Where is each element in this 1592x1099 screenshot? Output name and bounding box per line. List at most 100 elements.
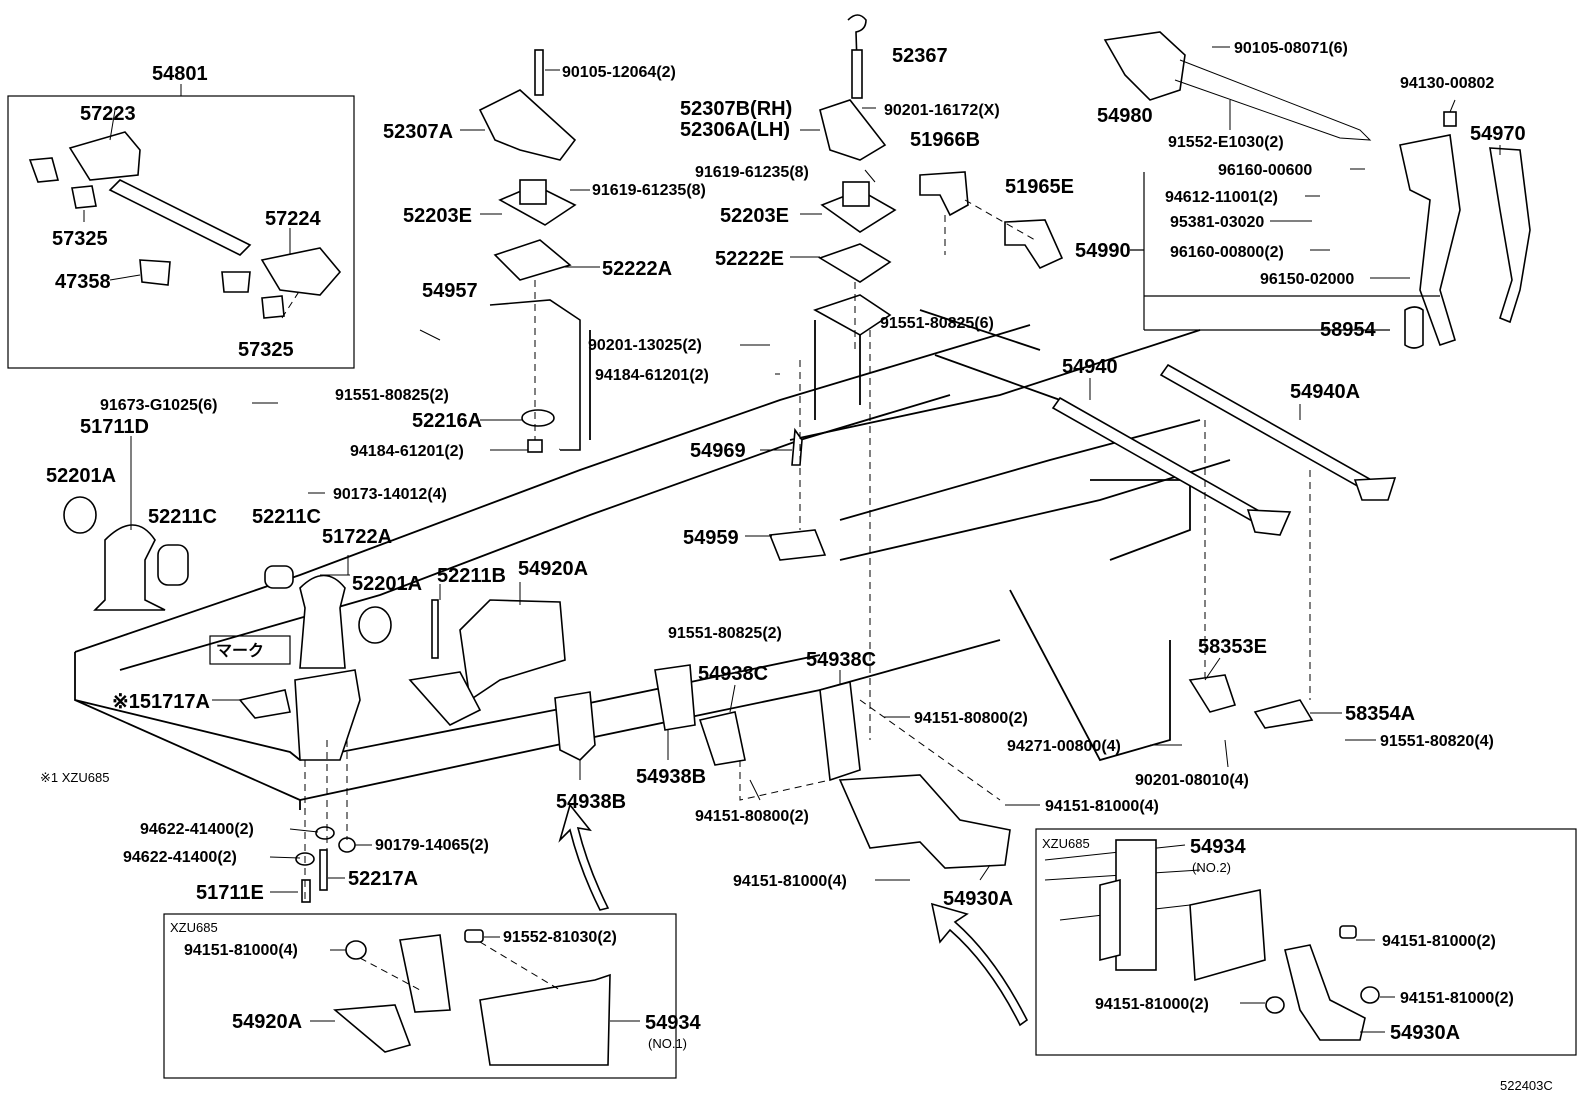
label-54801: 54801 [152, 63, 208, 85]
inset-box-xzu685-right [1035, 828, 1577, 1056]
label-54970: 54970 [1470, 123, 1526, 145]
label-52211b: 52211B [437, 565, 506, 587]
inset-left-parts [332, 929, 611, 1066]
label-no1: (NO.1) [648, 1036, 687, 1051]
label-91673: 91673-G1025(6) [100, 397, 217, 414]
label-54938c-1: 54938C [806, 649, 876, 671]
part-number-labels: 54801 57223 57224 57325 57325 47358 9167… [40, 40, 1553, 1093]
label-54940: 54940 [1062, 356, 1118, 378]
bracket-51966b [919, 171, 969, 217]
bottom-fasteners [295, 826, 356, 903]
label-54938b-2: 54938B [556, 791, 626, 813]
label-52307a: 52307A [383, 121, 453, 143]
inset-right-parts [1044, 839, 1380, 1041]
label-52306a: 52306A(LH) [680, 119, 790, 141]
label-57224: 57224 [265, 208, 321, 230]
bracket-51965e [1004, 219, 1064, 270]
label-91551-b: 91551-80825(6) [880, 315, 994, 332]
label-52217a: 52217A [348, 868, 418, 890]
label-54980: 54980 [1097, 105, 1153, 127]
inset-tag-right: XZU685 [1042, 836, 1090, 851]
label-54930a-2: 54930A [1390, 1022, 1460, 1044]
label-90173: 90173-14012(4) [333, 486, 447, 503]
label-91551-c: 91551-80825(2) [668, 625, 782, 642]
label-94151-e: 94151-81000(4) [184, 942, 298, 959]
label-52222e: 52222E [715, 248, 784, 270]
label-94151-f: 94151-81000(2) [1382, 933, 1496, 950]
inset-box-xzu685-left [163, 913, 677, 1079]
label-52201a-2: 52201A [352, 573, 422, 595]
label-94130: 94130-00802 [1400, 75, 1494, 92]
label-54969: 54969 [690, 440, 746, 462]
label-58354a: 58354A [1345, 703, 1415, 725]
diagram-code: 522403C [1500, 1078, 1553, 1093]
label-94151-d: 94151-81000(4) [733, 873, 847, 890]
label-52222a: 52222A [602, 258, 672, 280]
label-94151-c: 94151-81000(4) [1045, 798, 1159, 815]
label-94151-b: 94151-80800(2) [695, 808, 809, 825]
label-151717a: ※151717A [112, 691, 210, 713]
label-54957: 54957 [422, 280, 478, 302]
label-57325-a: 57325 [52, 228, 108, 250]
engine-mount-right [813, 14, 897, 350]
front-mount-left [63, 496, 439, 761]
label-94271: 94271-00800(4) [1007, 738, 1121, 755]
engine-mount-left [478, 49, 581, 453]
label-52203e-2: 52203E [720, 205, 789, 227]
label-91619-b: 91619-61235(8) [695, 164, 809, 181]
label-94184-b: 94184-61201(2) [595, 367, 709, 384]
arrow-to-inset-right [930, 902, 1029, 1027]
label-52307b: 52307B(RH) [680, 98, 792, 120]
chassis-frame [74, 309, 1231, 810]
label-94151-g: 94151-81000(2) [1400, 990, 1514, 1007]
label-47358: 47358 [55, 271, 111, 293]
label-52367: 52367 [892, 45, 948, 67]
label-54920a: 54920A [518, 558, 588, 580]
label-54959: 54959 [683, 527, 739, 549]
label-91551-a: 91551-80825(2) [335, 387, 449, 404]
label-96160-a: 96160-00600 [1218, 162, 1312, 179]
label-54934-a: 54934 [645, 1012, 701, 1034]
label-51965e: 51965E [1005, 176, 1074, 198]
label-54938c-2: 54938C [698, 663, 768, 685]
front-brackets [408, 599, 1011, 869]
mark-box [209, 635, 291, 665]
label-94612: 94612-11001(2) [1165, 189, 1278, 206]
label-58353e: 58353E [1198, 636, 1267, 658]
bracket-54959 [768, 529, 827, 561]
label-95381: 95381-03020 [1170, 214, 1264, 231]
label-58954: 58954 [1320, 319, 1376, 341]
label-96150: 96150-02000 [1260, 271, 1354, 288]
inset-tag-left: XZU685 [170, 920, 218, 935]
label-90201-b: 90201-13025(2) [588, 337, 702, 354]
label-54920a-2: 54920A [232, 1011, 302, 1033]
label-94622-a: 94622-41400(2) [140, 821, 254, 838]
footnote: ※1 XZU685 [40, 770, 109, 785]
label-54940a: 54940A [1290, 381, 1360, 403]
label-57325-b: 57325 [238, 339, 294, 361]
bracket-58354a [1253, 699, 1314, 729]
label-90179: 90179-14065(2) [375, 837, 489, 854]
plate-151717a [238, 689, 291, 719]
tilt-linkage [1103, 31, 1531, 349]
label-51711e: 51711E [196, 882, 264, 904]
label-94622-b: 94622-41400(2) [123, 849, 237, 866]
cross-tubes [1051, 363, 1397, 536]
label-54930a-1: 54930A [943, 888, 1013, 910]
label-52203e-1: 52203E [403, 205, 472, 227]
label-91552-b: 91552-81030(2) [503, 929, 617, 946]
bracket-58353e [1188, 674, 1237, 713]
label-94184-a: 94184-61201(2) [350, 443, 464, 460]
label-94151-a: 94151-80800(2) [914, 710, 1028, 727]
label-52201a-1: 52201A [46, 465, 116, 487]
label-51966b: 51966B [910, 129, 980, 151]
label-54934-b: 54934 [1190, 836, 1246, 858]
label-96160-b: 96160-00800(2) [1170, 244, 1284, 261]
label-91619-a: 91619-61235(8) [592, 182, 706, 199]
label-90201-a: 90201-16172(X) [884, 102, 1000, 119]
label-54990: 54990 [1075, 240, 1131, 262]
label-no2: (NO.2) [1192, 860, 1231, 875]
label-91551-d: 91551-80820(4) [1380, 733, 1494, 750]
